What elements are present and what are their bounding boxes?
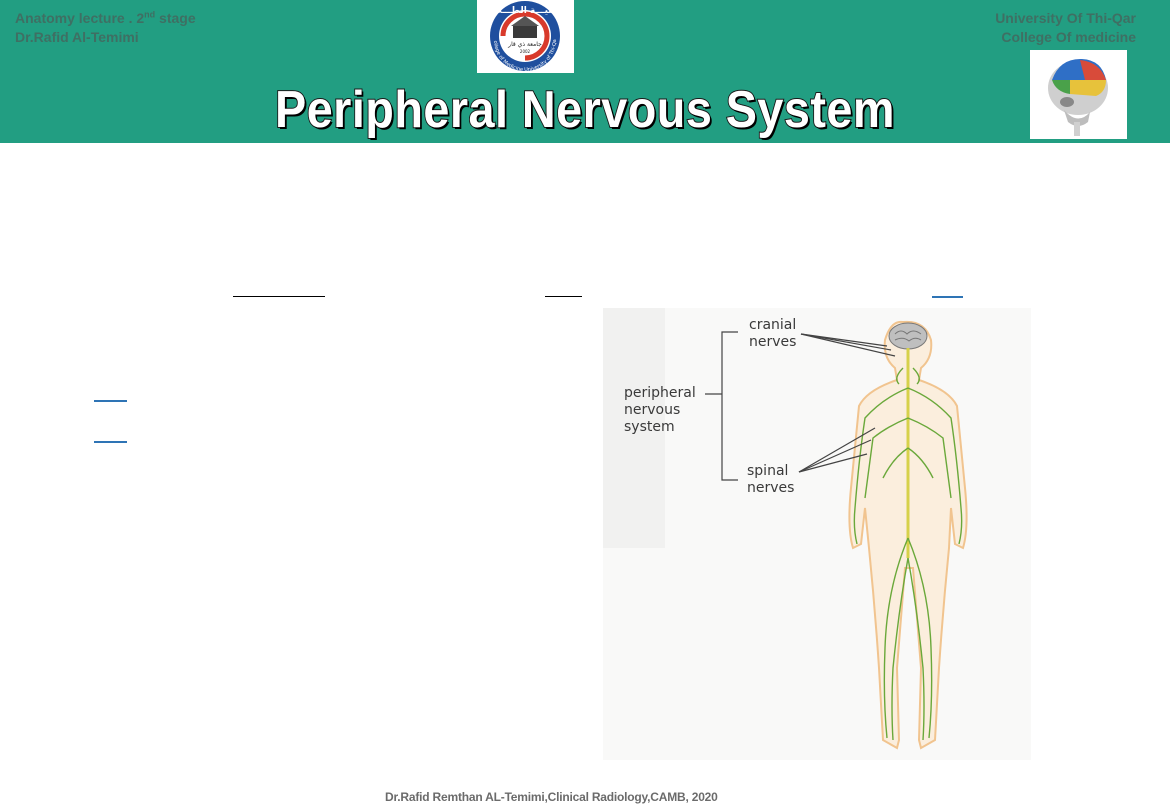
- college-logo: كليـــة الطـــب College of Medicine Univ…: [475, 0, 574, 73]
- slide-title: Peripheral Nervous System: [274, 80, 895, 140]
- underline-mark: [545, 296, 582, 297]
- svg-text:جامعة ذي قار: جامعة ذي قار: [507, 41, 542, 48]
- svg-text:كليـــة الطـــب: كليـــة الطـــب: [493, 6, 558, 16]
- pns-label: peripheral nervous system: [624, 385, 696, 435]
- hyperlink-underline[interactable]: [932, 296, 963, 298]
- college-logo-graphic: كليـــة الطـــب College of Medicine Univ…: [475, 0, 560, 73]
- lecture-info: Anatomy lecture . 2nd stage Dr.Rafid Al-…: [15, 9, 196, 47]
- college-name: College Of medicine: [1001, 29, 1136, 45]
- hyperlink-underline[interactable]: [94, 400, 127, 402]
- underline-mark: [233, 296, 325, 297]
- university-name: University Of Thi-Qar: [995, 10, 1136, 26]
- hyperlink-underline[interactable]: [94, 441, 127, 443]
- pns-diagram: cranial nerves peripheral nervous system…: [603, 308, 1031, 760]
- header-band: [0, 0, 1170, 143]
- label-bracket: [705, 331, 896, 481]
- pns-diagram-graphic: [603, 308, 1031, 760]
- footer-credit: Dr.Rafid Remthan AL-Temimi,Clinical Radi…: [385, 790, 718, 804]
- institution-info: University Of Thi-Qar College Of medicin…: [995, 9, 1136, 47]
- spinal-nerves-label: spinal nerves: [747, 463, 795, 496]
- brain-skull-graphic: [1048, 58, 1108, 136]
- nerve-network: [853, 367, 963, 741]
- cranial-nerves-label: cranial nerves: [749, 317, 797, 350]
- brain-illustration: [888, 322, 928, 350]
- lecturer-name: Dr.Rafid Al-Temimi: [15, 29, 139, 45]
- lecture-line-1: Anatomy lecture . 2nd stage: [15, 9, 196, 26]
- brain-skull-image: [1030, 50, 1127, 139]
- svg-text:2002: 2002: [520, 49, 531, 54]
